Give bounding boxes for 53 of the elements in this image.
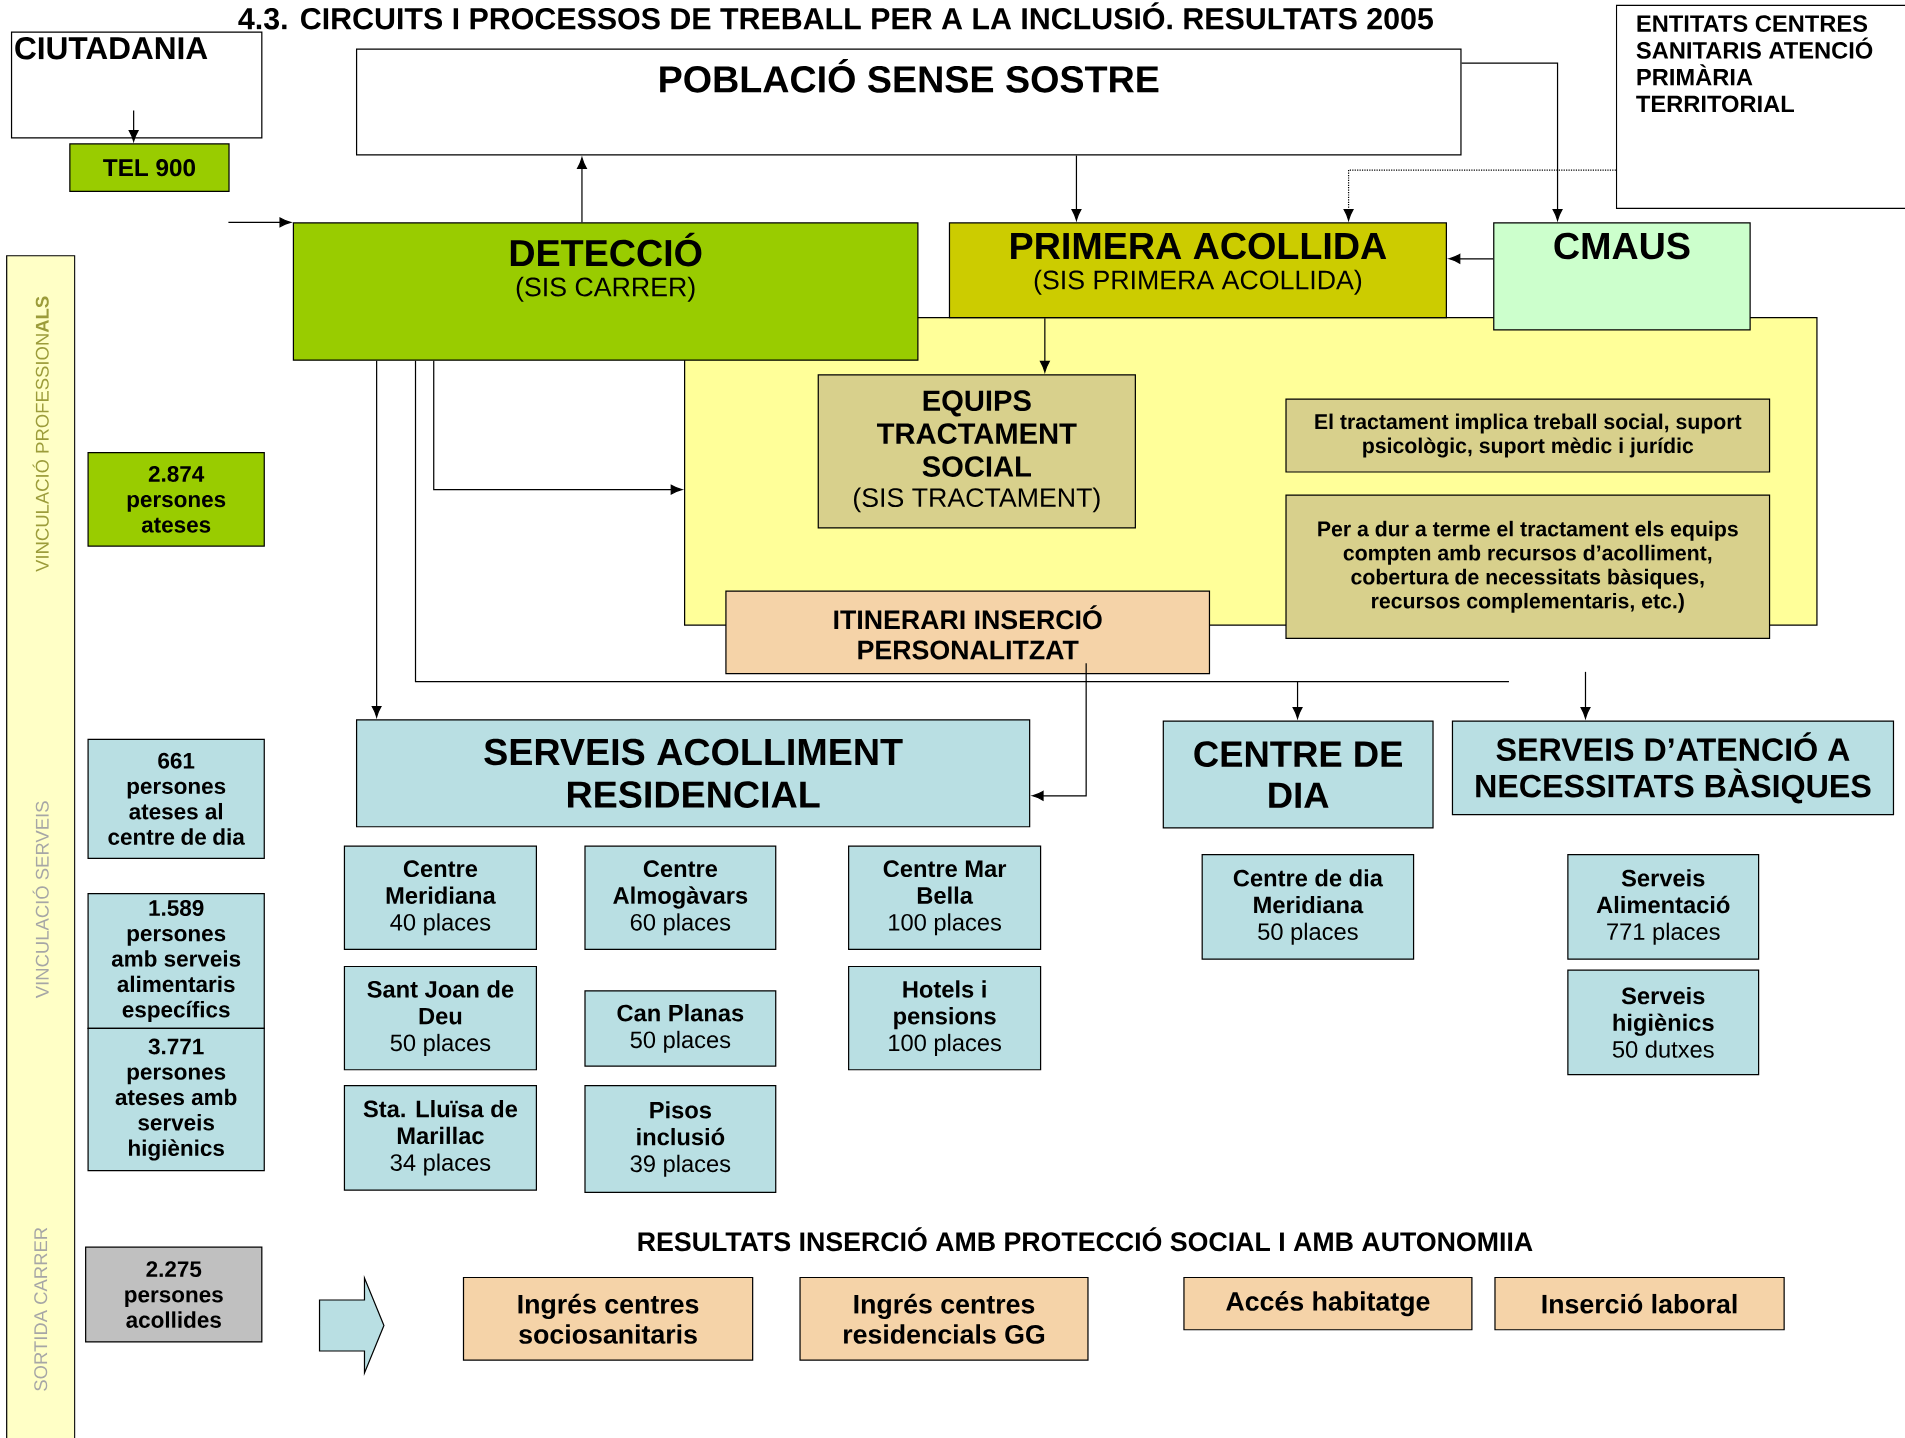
- arrow: [1039, 317, 1050, 373]
- group-box: POBLACIÓ SENSE SOSTRE: [356, 48, 1462, 156]
- source-box: CIUTADANIA: [10, 31, 263, 139]
- result-box: Accés habitatge: [1183, 1276, 1473, 1331]
- band-label: VINCULACIÓ SERVEIS: [32, 801, 49, 998]
- facility-box: Hotels i pensions 100 places: [848, 965, 1042, 1071]
- stat-box: 2.874 persones ateses: [87, 451, 265, 547]
- stat-box: 1.589 persones amb serveis alimentaris específics: [87, 892, 265, 1029]
- facility-box: Serveis higiènics 50 dutxes: [1567, 969, 1760, 1075]
- process-box: CMAUS: [1493, 222, 1751, 331]
- phone-box: TEL 900: [69, 143, 230, 192]
- process-box: ITINERARI INSERCIÓ PERSONALITZAT: [725, 590, 1211, 675]
- process-box: EQUIPS TRACTAMENT SOCIAL (SIS TRACTAMENT): [817, 373, 1136, 529]
- facility-box: Centre Mar Bella 100 places: [848, 845, 1042, 950]
- note-box: Per a dur a terme el tractament els equips compten amb recursos d’acolliment, cobertura de necessitats bàsiques, recursos complementaris, etc.): [1285, 494, 1771, 639]
- note-box: El tractament implica treball social, suport psicològic, suport mèdic i jurídic: [1285, 398, 1771, 473]
- result-box: Inserció laboral: [1494, 1276, 1785, 1331]
- arrow: [128, 109, 139, 142]
- arrow: [414, 360, 1510, 719]
- result-box: Ingrés centres sociosanitaris: [462, 1276, 754, 1361]
- stat-box: 3.771 persones ateses amb serveis higiènics: [87, 1027, 265, 1171]
- arrow: [371, 360, 382, 718]
- band-label: VINCULACIÓ PROFESSIONALS: [32, 296, 49, 572]
- arrow: [1448, 253, 1494, 264]
- service-box: SERVEIS ACOLLIMENT RESIDENCIAL: [356, 719, 1031, 828]
- service-box: CENTRE DE DIA: [1162, 720, 1434, 829]
- facility-box: Pisos inclusió 39 places: [584, 1084, 777, 1193]
- arrow: [1031, 662, 1087, 801]
- facility-box: Centre Almogàvars 60 places: [584, 845, 777, 950]
- title: 4.3. CIRCUITS I PROCESSOS DE TREBALL PER A LA INCLUSIÓ. RESULTATS 2005: [238, 2, 1433, 30]
- facility-box: Centre de dia Meridiana 50 places: [1201, 853, 1415, 960]
- facility-box: Serveis Alimentació 771 places: [1567, 853, 1760, 960]
- arrow: [227, 217, 292, 228]
- section-heading: RESULTATS INSERCIÓ AMB PROTECCIÓ SOCIAL I AMB AUTONOMIIA: [638, 1227, 1533, 1251]
- arrow: [1071, 154, 1082, 221]
- facility-box: Sta. Lluïsa de Marillac 34 places: [343, 1084, 537, 1191]
- process-box: DETECCIÓ (SIS CARRER): [292, 222, 919, 361]
- arrow: [577, 157, 587, 223]
- facility-box: Can Planas 50 places: [584, 989, 777, 1067]
- stat-box: 2.275 persones acollides: [85, 1246, 263, 1343]
- side-band: [6, 254, 76, 1438]
- arrow: [433, 360, 683, 495]
- result-box: Ingrés centres residencials GG: [799, 1276, 1089, 1361]
- stat-box: 661 persones ateses al centre de dia: [87, 738, 265, 859]
- process-box: PRIMERA ACOLLIDA (SIS PRIMERA ACOLLIDA): [948, 222, 1447, 319]
- arrow: [1343, 169, 1617, 221]
- partners-box: ENTITATS CENTRES SANITARIS ATENCIÓ PRIMÀRIA TERRITORIAL: [1615, 4, 1905, 209]
- service-box: SERVEIS D’ATENCIÓ A NECESSITATS BÀSIQUES: [1451, 720, 1895, 815]
- facility-box: Centre Meridiana 40 places: [343, 845, 537, 950]
- arrow: [1580, 671, 1591, 719]
- arrow: [1460, 62, 1563, 221]
- facility-box: Sant Joan de Deu 50 places: [343, 965, 537, 1071]
- band-label: SORTIDA CARRER: [34, 1227, 48, 1391]
